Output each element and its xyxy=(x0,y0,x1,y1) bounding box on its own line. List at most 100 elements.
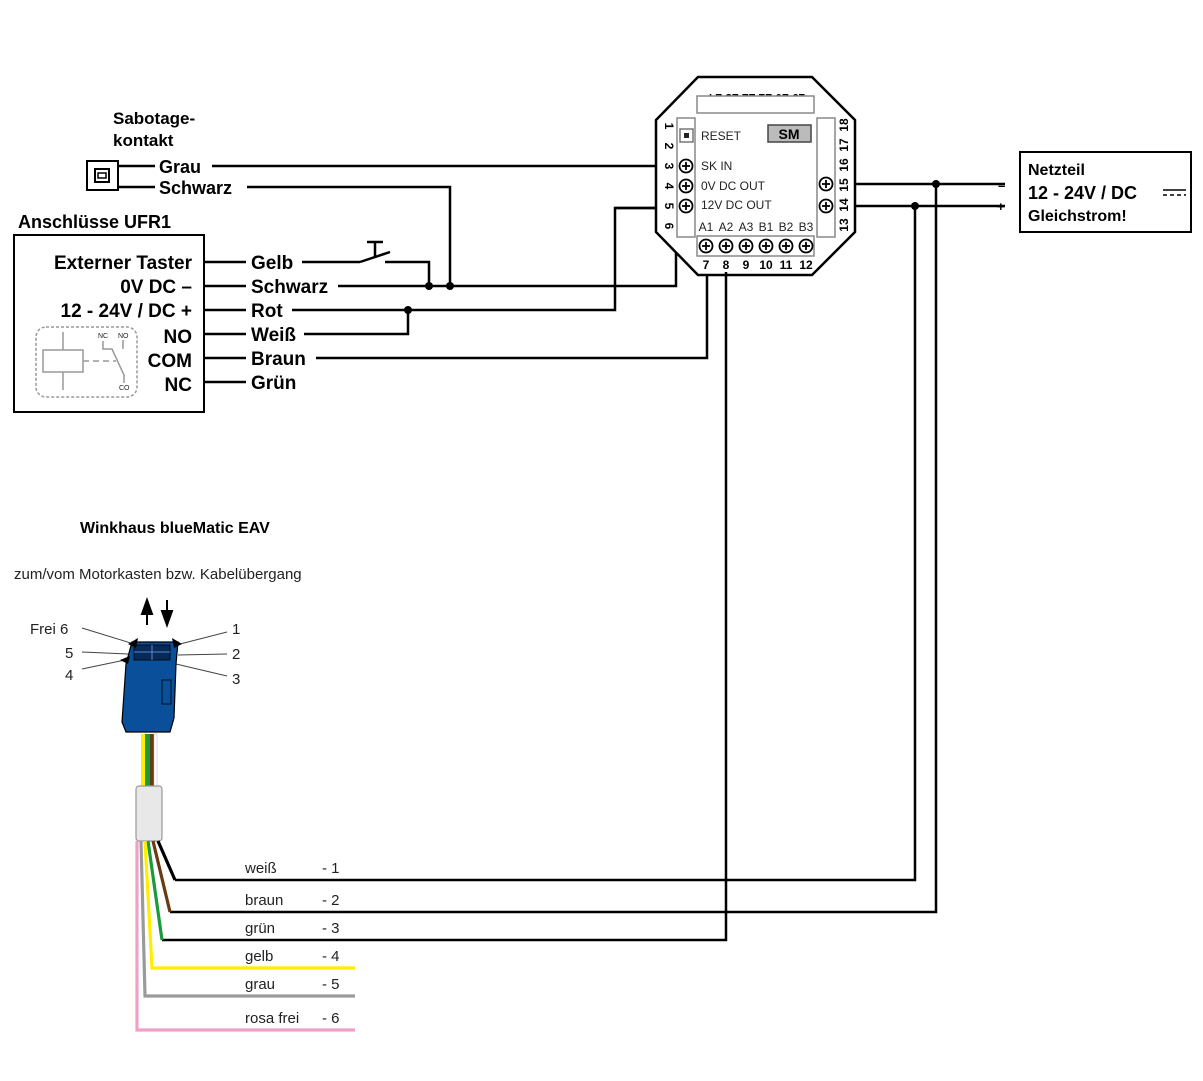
terminal-screw-icon xyxy=(718,238,734,254)
wire-eav-2 xyxy=(170,184,938,914)
wire-weiss xyxy=(304,310,410,336)
direction-arrows-icon xyxy=(140,597,174,628)
wire-eav-3 xyxy=(162,272,728,942)
ufr1-terminal-taster: Externer Taster xyxy=(54,253,193,274)
wire-braun xyxy=(316,272,709,360)
relay-co-label: CO xyxy=(119,385,130,392)
right-pin-number: 17 xyxy=(837,138,851,152)
relay-symbol-icon xyxy=(35,326,138,398)
wire-label-schwarz-sabotage: Schwarz xyxy=(159,178,232,198)
bottom-pin-number: 9 xyxy=(743,258,750,272)
bottom-terminal-label: B3 xyxy=(799,220,814,234)
sabotage-contact-icon xyxy=(86,160,119,191)
right-pin-number: 16 xyxy=(837,158,851,172)
eav-wire: weiß - 1 xyxy=(156,840,340,881)
terminal-screw-icon xyxy=(738,238,754,254)
out12-label: 12V DC OUT xyxy=(701,198,772,212)
ufr1-terminal-com: COM xyxy=(148,351,192,372)
sm-button[interactable]: SM xyxy=(767,124,812,143)
psu-plus-label: + xyxy=(997,199,1005,214)
right-pin-number: 15 xyxy=(837,178,851,192)
eav-wire-name: weiß xyxy=(244,860,277,877)
terminal-screw-icon xyxy=(678,198,694,214)
eav-wire-name: braun xyxy=(245,892,283,909)
bottom-pin-number: 12 xyxy=(799,258,813,272)
terminal-screw-icon xyxy=(798,238,814,254)
junction-dot xyxy=(446,282,454,290)
wire-label-gelb: Gelb xyxy=(251,253,293,274)
eav-wire-number: - 1 xyxy=(322,860,340,877)
eav-wire: braun - 2 xyxy=(151,840,340,913)
right-pin-number: 18 xyxy=(837,118,851,132)
left-pin-number: 1 xyxy=(662,123,676,130)
eav-wire-number: - 6 xyxy=(322,1010,340,1027)
connector-icon xyxy=(120,638,182,733)
pin-label-6: Frei 6 xyxy=(30,621,68,638)
bottom-terminal-label: B1 xyxy=(759,220,774,234)
dc-symbol-icon xyxy=(1163,189,1186,196)
cable-wires-top xyxy=(141,733,158,787)
reset-button[interactable] xyxy=(679,128,694,143)
wire-schwarz xyxy=(338,186,678,288)
eav-wire-number: - 3 xyxy=(322,920,340,937)
wire-label-schwarz: Schwarz xyxy=(251,277,328,298)
wire-gelb-to-junction xyxy=(385,260,431,286)
right-pin-number: 14 xyxy=(837,198,851,212)
junction-dot xyxy=(425,282,433,290)
eav-subtitle: zum/vom Motorkasten bzw. Kabelübergang xyxy=(14,566,302,583)
eav-title: Winkhaus blueMatic EAV xyxy=(80,520,270,537)
ufr1-terminal-nc: NC xyxy=(165,375,193,396)
eav-wire-name: grau xyxy=(245,976,275,993)
push-button-icon xyxy=(359,240,391,264)
ufr1-terminal-0v: 0V DC – xyxy=(120,277,192,298)
left-pin-number: 5 xyxy=(662,203,676,210)
terminal-screw-icon xyxy=(778,238,794,254)
psu-minus-label: – xyxy=(998,178,1005,193)
ufr1-terminal-12v: 12 - 24V / DC + xyxy=(61,301,192,322)
sabotage-title-line2: kontakt xyxy=(113,131,174,150)
wire-rot xyxy=(292,206,676,312)
left-pin-number: 3 xyxy=(662,163,676,170)
ufr1-box xyxy=(13,234,205,413)
bottom-pin-number: 8 xyxy=(723,258,730,272)
right-pin-number: 13 xyxy=(837,218,851,232)
eav-wire: rosa frei - 6 xyxy=(135,841,355,1032)
wire-label-weiss: Weiß xyxy=(251,325,296,346)
wire-label-braun: Braun xyxy=(251,349,306,370)
terminal-screw-icon xyxy=(678,178,694,194)
terminal-screw-icon xyxy=(818,176,834,192)
sm-label: SM xyxy=(779,126,800,142)
reset-label: RESET xyxy=(701,129,742,143)
wire-label-gruen: Grün xyxy=(251,373,296,394)
terminal-screw-icon xyxy=(698,238,714,254)
terminal-screw-icon xyxy=(678,158,694,174)
ufr1-title: Anschlüsse UFR1 xyxy=(18,212,171,232)
wire-label-grau: Grau xyxy=(159,157,201,177)
eav-wire-name: rosa frei xyxy=(245,1010,299,1027)
eav-wire-number: - 2 xyxy=(322,892,340,909)
left-pin-number: 4 xyxy=(662,183,676,190)
pin-label-5: 5 xyxy=(65,645,73,662)
out0-label: 0V DC OUT xyxy=(701,179,766,193)
psu-voltage: 12 - 24V / DC xyxy=(1028,183,1137,203)
bottom-terminal-label: A3 xyxy=(739,220,754,234)
pin-label-2: 2 xyxy=(232,646,240,663)
bottom-terminal-label: A2 xyxy=(719,220,734,234)
eav-wire-name: grün xyxy=(245,920,275,937)
eav-wire-name: gelb xyxy=(245,948,273,965)
cable-sleeve xyxy=(135,785,163,842)
eav-wire-number: - 5 xyxy=(322,976,340,993)
terminal-screw-icon xyxy=(818,198,834,214)
bottom-terminal-label: B2 xyxy=(779,220,794,234)
eav-wire: grün - 3 xyxy=(146,840,340,941)
relay-no-label: NO xyxy=(118,333,129,340)
psu-title: Netzteil xyxy=(1028,162,1085,179)
top-terminal-block xyxy=(696,95,815,114)
wire-eav-1 xyxy=(175,206,917,882)
bottom-terminal-block xyxy=(696,235,815,257)
left-pin-number: 2 xyxy=(662,143,676,150)
bottom-pin-number: 7 xyxy=(703,258,710,272)
pin-label-1: 1 xyxy=(232,621,240,638)
bottom-terminal-label: A1 xyxy=(699,220,714,234)
